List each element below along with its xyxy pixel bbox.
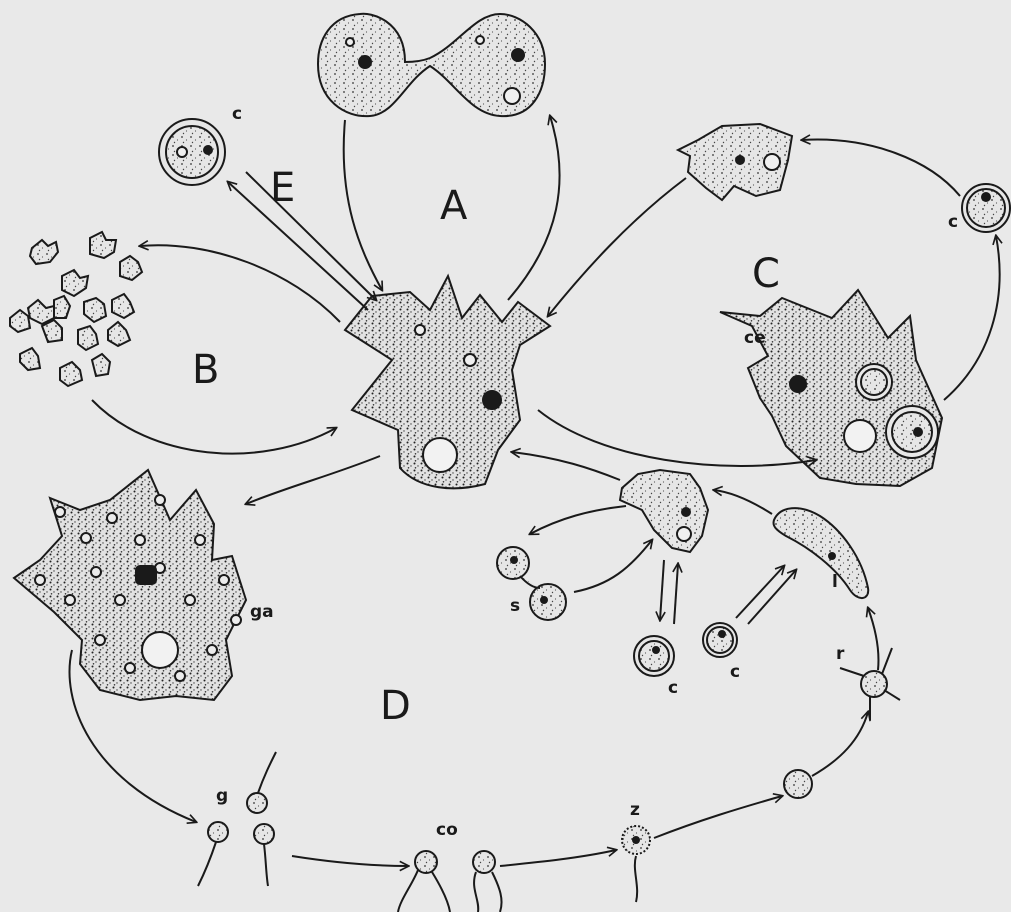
rhizopod-r	[840, 648, 900, 720]
small-amoebae-B	[10, 232, 142, 386]
label-s: s	[510, 598, 520, 615]
label-cycle-C: C	[752, 254, 780, 294]
label-g: g	[216, 788, 228, 805]
label-r: r	[836, 646, 844, 663]
zygote-z	[622, 826, 650, 902]
label-cycle-A: A	[440, 186, 467, 226]
label-c-right: c	[948, 214, 958, 231]
gametes-g	[198, 752, 276, 886]
cyst-C	[962, 184, 1010, 232]
small-cell	[784, 770, 812, 798]
label-cycle-D: D	[380, 686, 411, 726]
label-cycle-E: E	[270, 168, 295, 208]
label-c-top: c	[232, 106, 242, 123]
label-cycle-B: B	[192, 350, 219, 390]
label-co: co	[436, 822, 458, 839]
label-ce: ce	[744, 330, 766, 347]
label-z: z	[630, 802, 640, 819]
label-c-mid2: c	[730, 664, 740, 681]
limax-form-l	[774, 508, 869, 598]
label-ga: ga	[250, 604, 274, 621]
label-c-mid1: c	[668, 680, 678, 697]
cyst-E	[159, 119, 225, 185]
amoeba-D	[620, 470, 708, 552]
copulation-co	[398, 851, 502, 912]
cyst-D-1	[634, 636, 674, 676]
cyst-D-2	[703, 623, 737, 657]
label-l: l	[832, 574, 838, 591]
dividing-cell-s	[497, 547, 566, 620]
